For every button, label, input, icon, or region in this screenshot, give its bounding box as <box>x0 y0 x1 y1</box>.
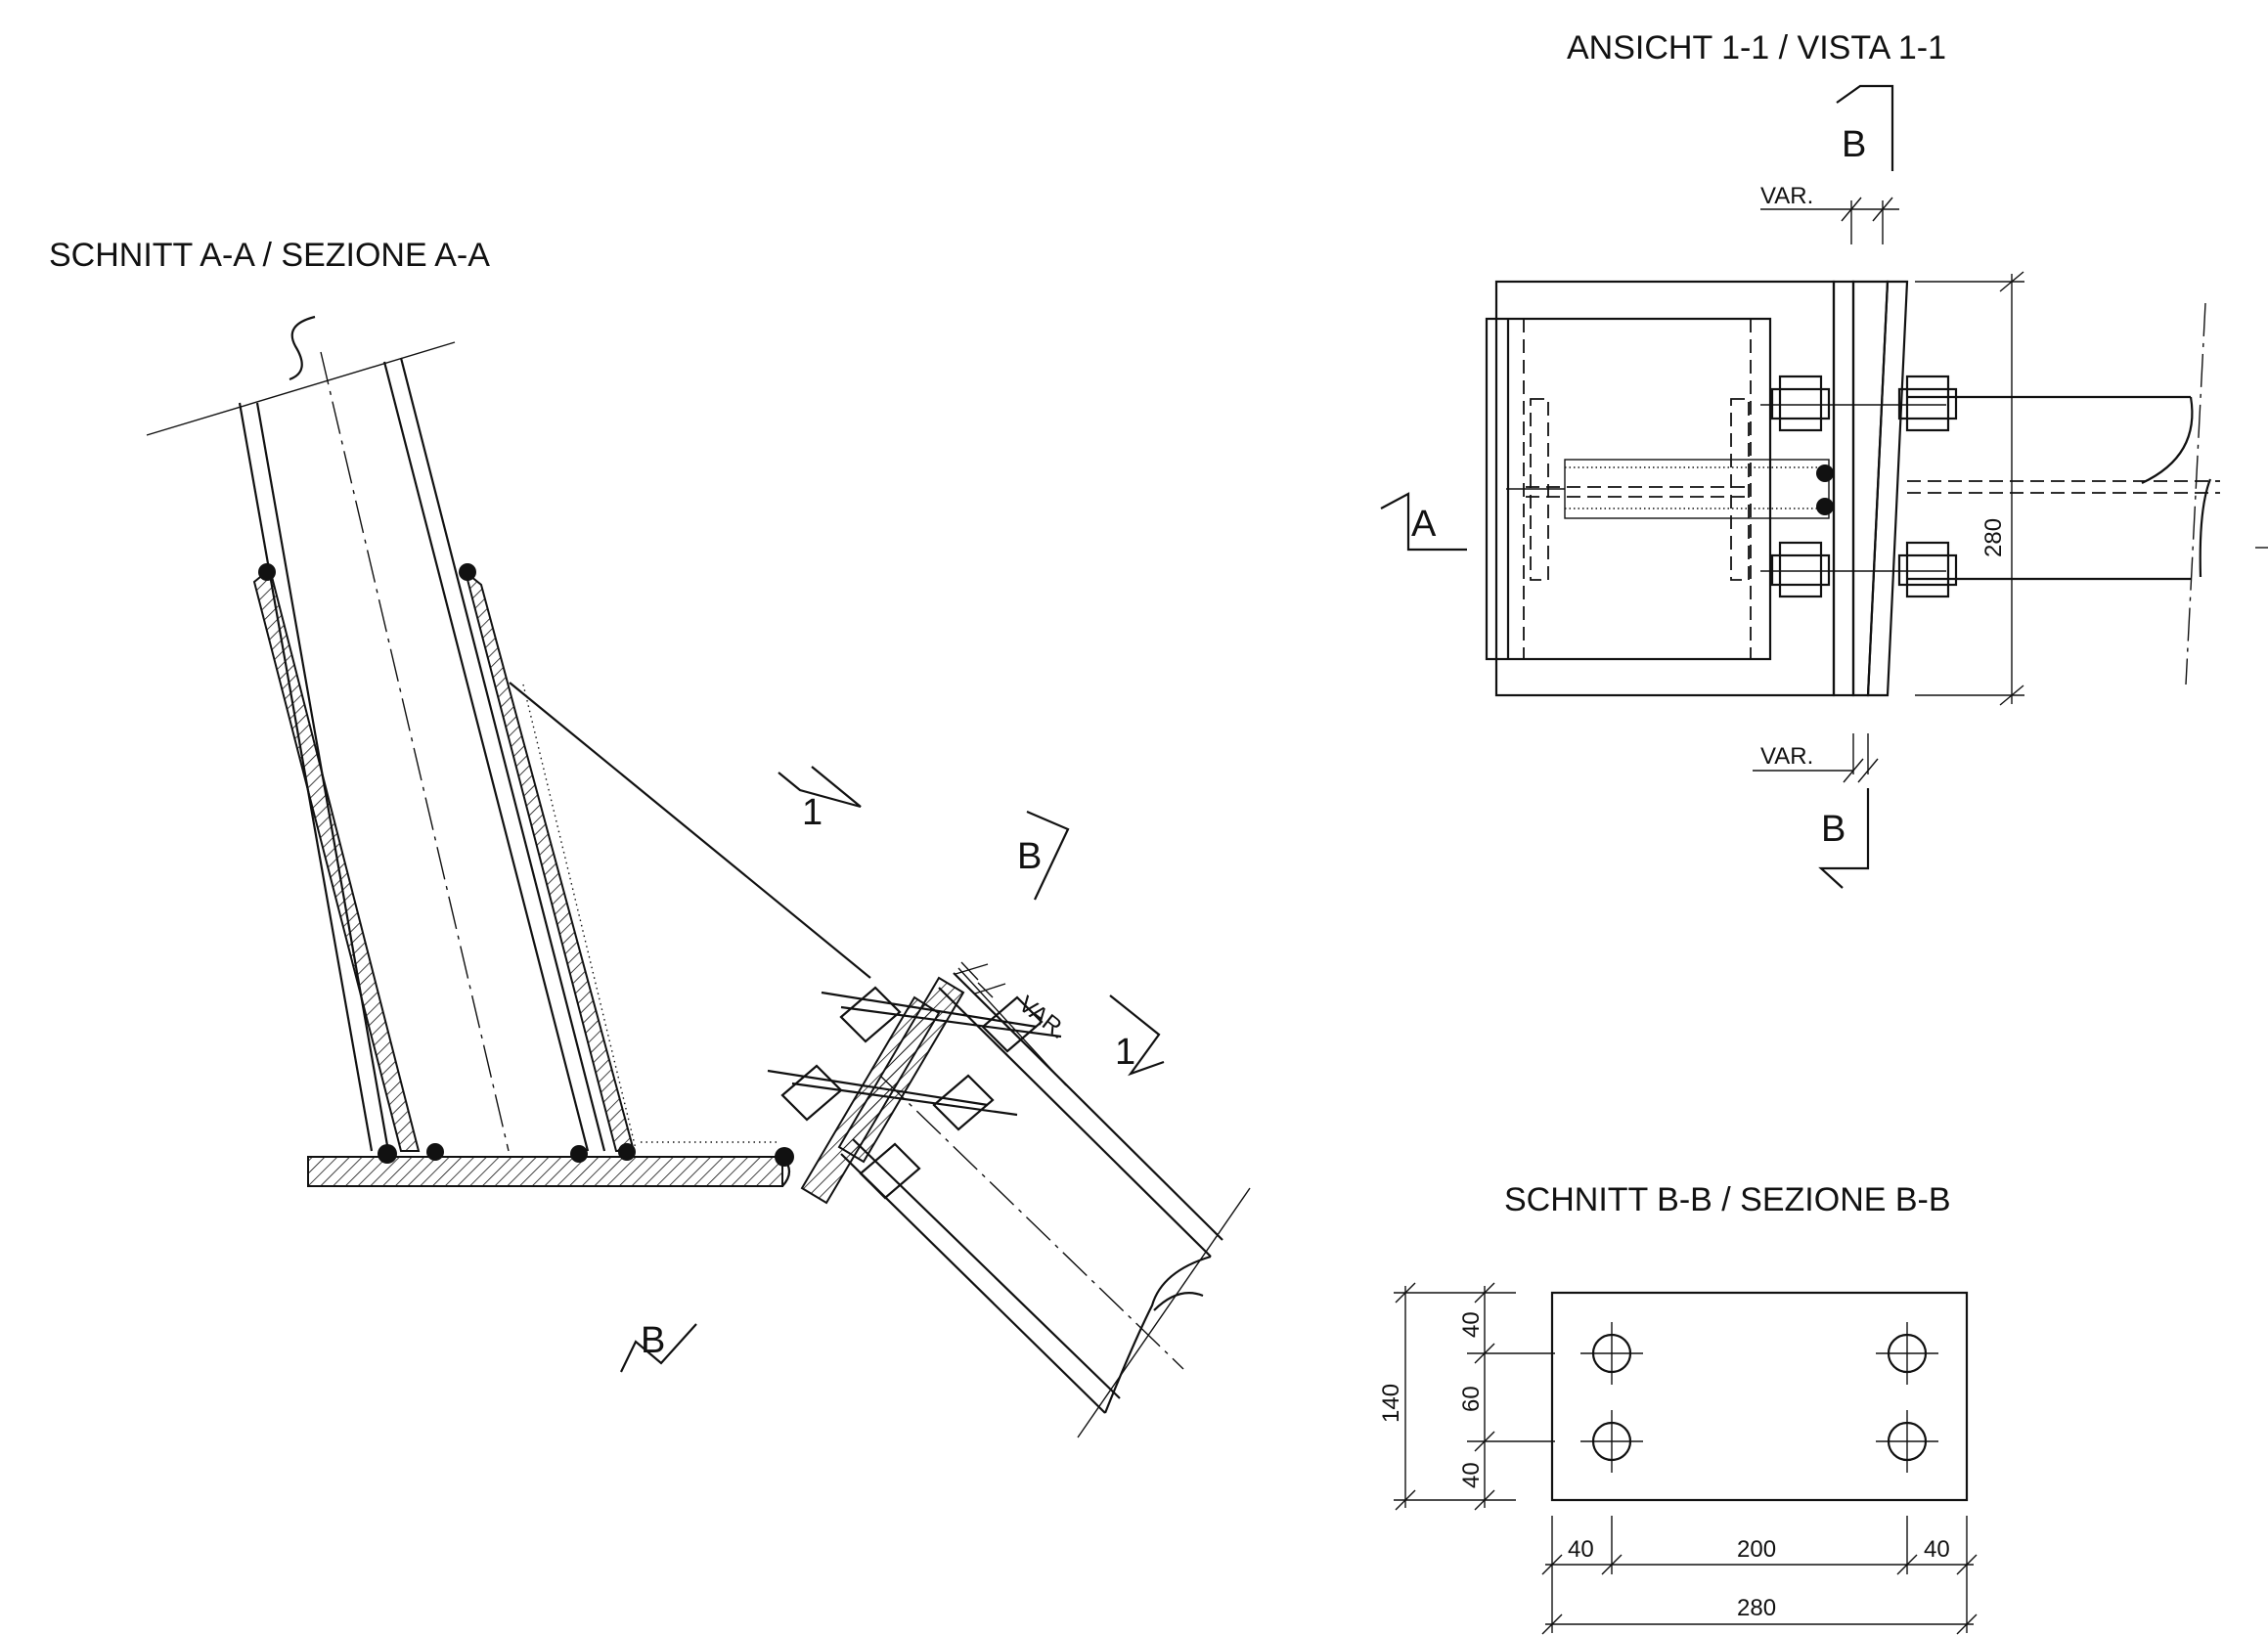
svg-text:VAR.: VAR. <box>1013 991 1071 1044</box>
bb-plate-outline <box>1550 1291 1969 1502</box>
section-mark-1-lower: 1 <box>1109 994 1165 1077</box>
end-plate-bolts <box>767 976 1062 1205</box>
title-section-bb: SCHNITT B-B / SEZIONE B-B <box>1504 1181 1951 1218</box>
bb-bolt-holes <box>1580 1322 1938 1473</box>
title-view-11: ANSICHT 1-1 / VISTA 1-1 <box>1567 29 1946 66</box>
diagonal-brace <box>840 972 1251 1438</box>
svg-text:40: 40 <box>1458 1311 1485 1338</box>
b-mark-bottom: B <box>1818 788 1870 889</box>
svg-text:B: B <box>641 1320 665 1361</box>
svg-text:140: 140 <box>1378 1384 1404 1423</box>
section-bb-drawing: 140 40 60 40 40 200 40 <box>1378 1282 1978 1635</box>
b-mark-top: B <box>1836 84 1894 171</box>
right-sleeve <box>464 569 636 1152</box>
svg-text:40: 40 <box>1568 1536 1594 1563</box>
svg-text:60: 60 <box>1458 1386 1485 1412</box>
svg-text:280: 280 <box>1980 518 2007 557</box>
svg-text:VAR.: VAR. <box>1760 183 1813 209</box>
svg-text:40: 40 <box>1924 1536 1950 1563</box>
svg-text:1: 1 <box>802 792 823 833</box>
section-mark-b-aa-upper: B <box>1017 810 1070 901</box>
svg-text:B: B <box>1821 809 1846 850</box>
column-tube <box>146 315 606 1152</box>
svg-text:280: 280 <box>1737 1595 1776 1621</box>
a-mark-left: A <box>1380 492 1467 552</box>
dim-var-top: VAR. <box>1760 183 1899 244</box>
svg-text:VAR.: VAR. <box>1760 743 1813 770</box>
svg-text:200: 200 <box>1737 1536 1776 1563</box>
section-aa-drawing: 1 B 1 B VAR. <box>146 315 1251 1438</box>
title-section-aa: SCHNITT A-A / SEZIONE A-A <box>49 237 490 274</box>
bb-horizontal-dims: 40 200 40 280 <box>1541 1516 1978 1635</box>
svg-text:B: B <box>1842 124 1866 165</box>
svg-text:A: A <box>1411 504 1437 545</box>
bb-vertical-dims: 140 40 60 40 <box>1378 1282 1555 1511</box>
base-plate <box>307 1156 783 1187</box>
dim-280-vertical: 280 <box>1915 271 2024 706</box>
dim-var-bottom: VAR. <box>1753 733 1879 783</box>
view-bolts <box>1760 375 1958 598</box>
left-sleeve <box>252 567 421 1152</box>
svg-text:B: B <box>1017 836 1042 877</box>
gusset-plate <box>509 682 871 1150</box>
svg-text:1: 1 <box>1115 1032 1135 1073</box>
section-mark-b-aa-lower: B <box>620 1320 697 1373</box>
svg-text:40: 40 <box>1458 1462 1485 1488</box>
view-11-drawing: B VAR. <box>1380 84 2268 889</box>
welds-aa <box>258 563 794 1167</box>
section-mark-1-upper: 1 <box>778 766 862 833</box>
